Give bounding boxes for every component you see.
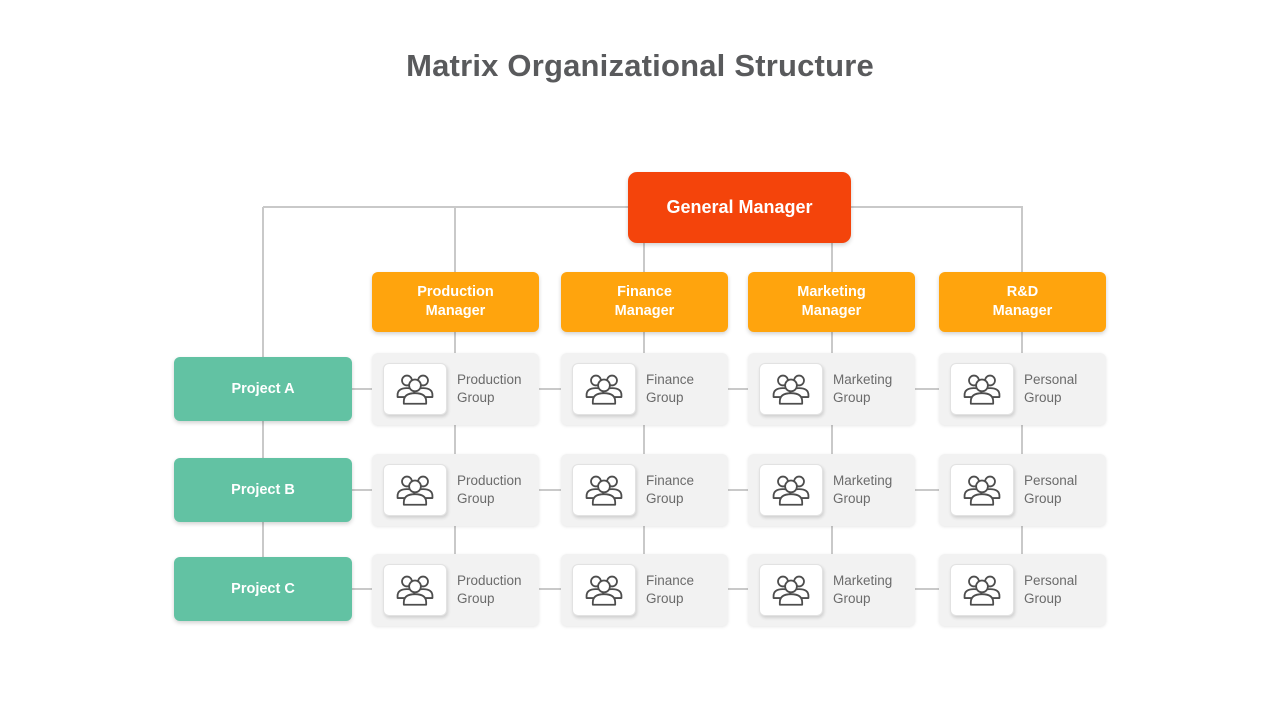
connector-line bbox=[454, 424, 456, 454]
node-general-manager: General Manager bbox=[628, 172, 851, 243]
node-label: Manager bbox=[801, 303, 862, 319]
connector-line bbox=[831, 332, 833, 353]
people-group-icon bbox=[759, 464, 823, 516]
people-group-icon bbox=[383, 363, 447, 415]
connector-line bbox=[915, 489, 939, 491]
people-group-icon bbox=[950, 564, 1014, 616]
node-production-manager: Production Manager bbox=[372, 272, 539, 332]
connector-line bbox=[1021, 424, 1023, 454]
node-project-b: Project B bbox=[174, 458, 352, 522]
node-label: R&D bbox=[1006, 283, 1039, 300]
connector-line bbox=[643, 332, 645, 353]
connector-line bbox=[831, 525, 833, 554]
connector-line bbox=[352, 588, 372, 590]
node-label: General Manager bbox=[666, 197, 813, 217]
connector-line bbox=[539, 489, 561, 491]
connector-line bbox=[831, 424, 833, 454]
connector-line bbox=[454, 207, 456, 272]
connector-line bbox=[915, 388, 939, 390]
node-label: Project C bbox=[231, 581, 295, 597]
connector-line bbox=[728, 388, 748, 390]
node-label: Manager bbox=[614, 303, 675, 319]
people-group-icon bbox=[759, 363, 823, 415]
people-group-icon bbox=[759, 564, 823, 616]
connector-line bbox=[352, 388, 372, 390]
connector-line bbox=[643, 243, 645, 273]
connector-line bbox=[915, 588, 939, 590]
people-group-icon bbox=[572, 464, 636, 516]
people-group-icon bbox=[572, 564, 636, 616]
people-group-icon bbox=[383, 564, 447, 616]
node-label: Project A bbox=[231, 381, 295, 397]
connector-line bbox=[454, 525, 456, 554]
node-label: Manager bbox=[992, 303, 1053, 319]
connector-line bbox=[1021, 525, 1023, 554]
people-group-icon bbox=[383, 464, 447, 516]
connector-line bbox=[262, 421, 264, 458]
connector-line bbox=[262, 522, 264, 557]
node-marketing-manager: Marketing Manager bbox=[748, 272, 915, 332]
connector-line bbox=[262, 207, 264, 357]
people-group-icon bbox=[572, 363, 636, 415]
node-label: Project B bbox=[231, 482, 295, 498]
connector-line bbox=[352, 489, 372, 491]
connector-line bbox=[539, 588, 561, 590]
node-finance-manager: Finance Manager bbox=[561, 272, 728, 332]
connector-line bbox=[728, 489, 748, 491]
node-label: Finance bbox=[617, 283, 672, 300]
connector-line bbox=[1021, 207, 1023, 272]
people-group-icon bbox=[950, 363, 1014, 415]
connector-line bbox=[831, 243, 833, 273]
connector-line bbox=[1021, 332, 1023, 353]
node-label: Marketing bbox=[797, 283, 866, 300]
node-label: Production bbox=[417, 283, 494, 300]
connector-line bbox=[539, 388, 561, 390]
connector-line bbox=[643, 424, 645, 454]
people-group-icon bbox=[950, 464, 1014, 516]
page-title: Matrix Organizational Structure bbox=[406, 48, 874, 83]
connector-line bbox=[643, 525, 645, 554]
connector-line bbox=[728, 588, 748, 590]
node-label: Manager bbox=[425, 303, 486, 319]
node-project-a: Project A bbox=[174, 357, 352, 421]
connector-line bbox=[454, 332, 456, 353]
node-project-c: Project C bbox=[174, 557, 352, 621]
node-rd-manager: R&D Manager bbox=[939, 272, 1106, 332]
